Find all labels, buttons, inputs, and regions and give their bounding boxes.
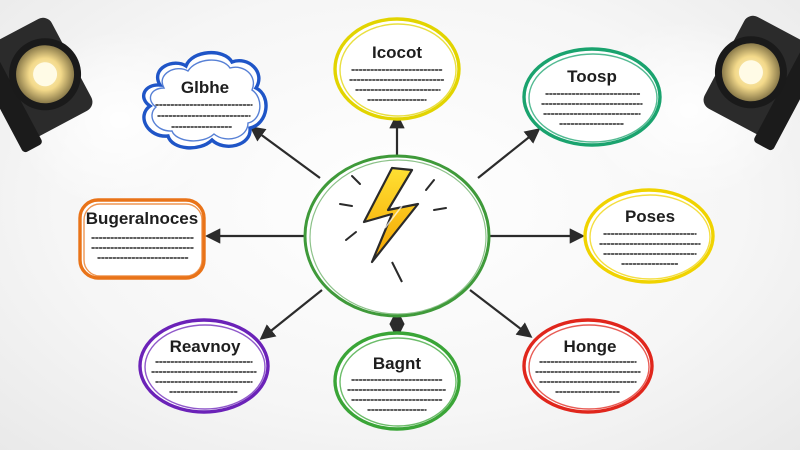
node-title: Icocot (372, 43, 422, 62)
node-title: Bugeralnoces (86, 209, 198, 228)
node-title: Reavnoy (170, 337, 241, 356)
node-left: Bugeralnoces (78, 198, 206, 280)
node-title: Toosp (567, 67, 617, 86)
node-body-text (91, 237, 195, 259)
node-body-text (535, 361, 641, 393)
node-body-text (347, 379, 447, 411)
node-title: Honge (564, 337, 617, 356)
arrow-to-bottom-left (259, 289, 323, 340)
node-body-text (349, 69, 445, 101)
node-top-right: Toosp (522, 47, 662, 147)
node-right: Poses (583, 188, 715, 284)
node-body-text (155, 104, 253, 128)
node-bottom-left: Reavnoy (138, 318, 270, 414)
connector-arrows (204, 112, 586, 340)
node-bottom-right: Honge (522, 318, 654, 414)
arrow-to-top-right (477, 128, 541, 179)
node-body-text (599, 233, 701, 265)
node-title: Glbhe (181, 78, 229, 97)
node-top-left: Glbhe (141, 50, 268, 150)
arrow-to-top-left (249, 126, 321, 179)
center-node (303, 154, 491, 318)
arrow-to-bottom-right (469, 289, 533, 338)
node-body-text (151, 361, 257, 393)
node-title: Bagnt (373, 354, 422, 373)
node-top: Icocot (333, 17, 461, 121)
node-bottom: Bagnt (333, 331, 461, 431)
node-body-text (541, 93, 643, 125)
lightning-bolt-icon (339, 166, 447, 283)
node-title: Poses (625, 207, 675, 226)
